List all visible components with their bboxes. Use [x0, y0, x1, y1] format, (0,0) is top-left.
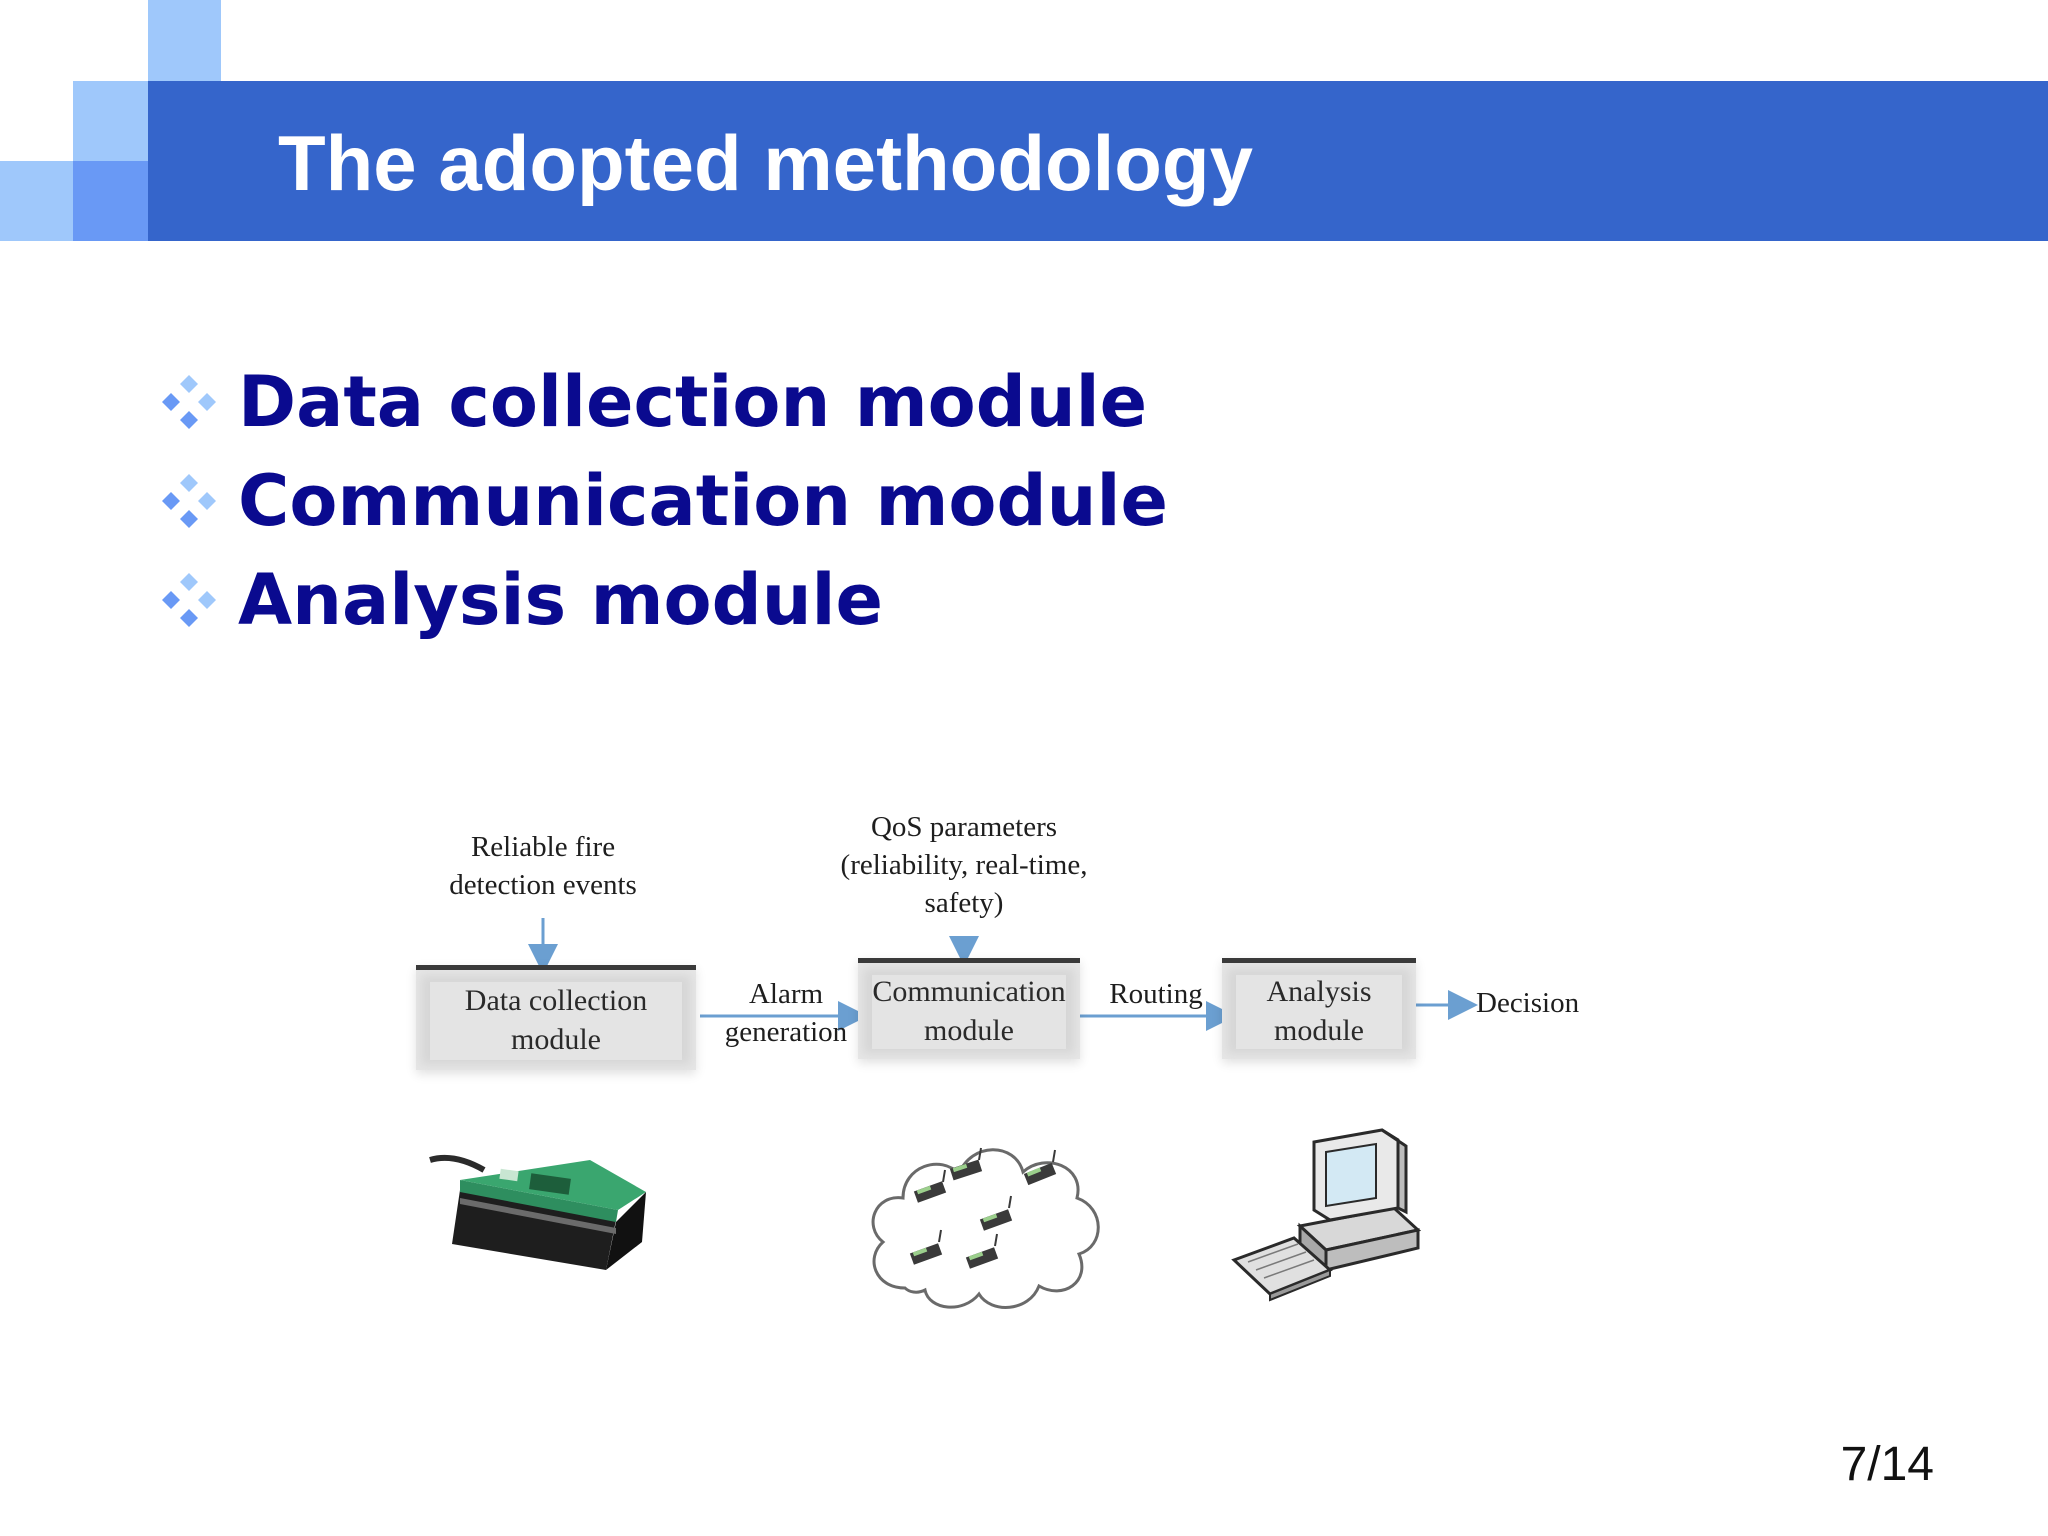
module-label-line: module — [1274, 1014, 1364, 1047]
module-label-line: Analysis — [1266, 975, 1372, 1008]
four-diamond-bullet-icon — [162, 572, 216, 627]
bullet-list: Data collection module Communication mod… — [160, 352, 1168, 649]
sensor-network-cloud-icon — [871, 1147, 1100, 1309]
module-label: Data collection module — [416, 981, 696, 1059]
decorative-square — [73, 161, 148, 241]
edge-label-line: generation — [724, 1016, 848, 1048]
communication-module-box: Communication module — [858, 958, 1080, 1059]
fire-events-label-line: detection events — [449, 869, 637, 901]
page-number: 7/14 — [1840, 1438, 1934, 1491]
module-label: Communication module — [858, 972, 1080, 1050]
bullet-item: Data collection module — [160, 352, 1168, 451]
bullet-item: Communication module — [160, 451, 1168, 550]
data-collection-module-box: Data collection module — [416, 965, 696, 1070]
bullet-text: Communication module — [238, 459, 1168, 542]
module-label-line: module — [924, 1014, 1014, 1047]
sensor-device-icon — [429, 1154, 646, 1270]
qos-label: QoS parameters (reliability, real-time, … — [814, 808, 1114, 922]
diagram-connectors — [528, 918, 1478, 1031]
module-label-line: Communication — [872, 975, 1066, 1008]
desktop-computer-icon — [1231, 1128, 1422, 1302]
slide-title: The adopted methodology — [278, 119, 1253, 207]
qos-label-line: (reliability, real-time, — [840, 849, 1088, 881]
bullet-text: Analysis module — [238, 558, 884, 641]
decision-label: Decision — [1476, 987, 1580, 1019]
bullet-text: Data collection module — [238, 360, 1148, 443]
four-diamond-bullet-icon — [162, 473, 216, 528]
decorative-square — [73, 81, 148, 161]
fire-events-label-line: Reliable fire — [470, 831, 616, 863]
alarm-generation-label: Alarm generation — [700, 975, 872, 1051]
module-label-line: module — [511, 1023, 601, 1056]
module-box-inner — [872, 975, 1066, 1049]
module-box-inner — [430, 982, 682, 1060]
edge-label-line: Alarm — [748, 978, 824, 1010]
title-bar — [148, 81, 2048, 241]
module-box-inner — [1236, 975, 1402, 1049]
qos-label-line: QoS parameters — [870, 811, 1058, 843]
module-label: Analysis module — [1222, 972, 1416, 1050]
four-diamond-bullet-icon — [162, 374, 216, 429]
bullet-item: Analysis module — [160, 550, 1168, 649]
decorative-square — [0, 161, 73, 241]
methodology-diagram: Reliable fire detection events QoS param… — [400, 800, 1640, 1330]
qos-label-line: safety) — [924, 887, 1004, 919]
module-label-line: Data collection — [464, 984, 648, 1017]
analysis-module-box: Analysis module — [1222, 958, 1416, 1059]
fire-events-label: Reliable fire detection events — [423, 828, 663, 904]
decorative-square — [148, 0, 221, 81]
edge-label-line: Routing — [1109, 978, 1203, 1010]
routing-label: Routing — [1086, 975, 1226, 1013]
